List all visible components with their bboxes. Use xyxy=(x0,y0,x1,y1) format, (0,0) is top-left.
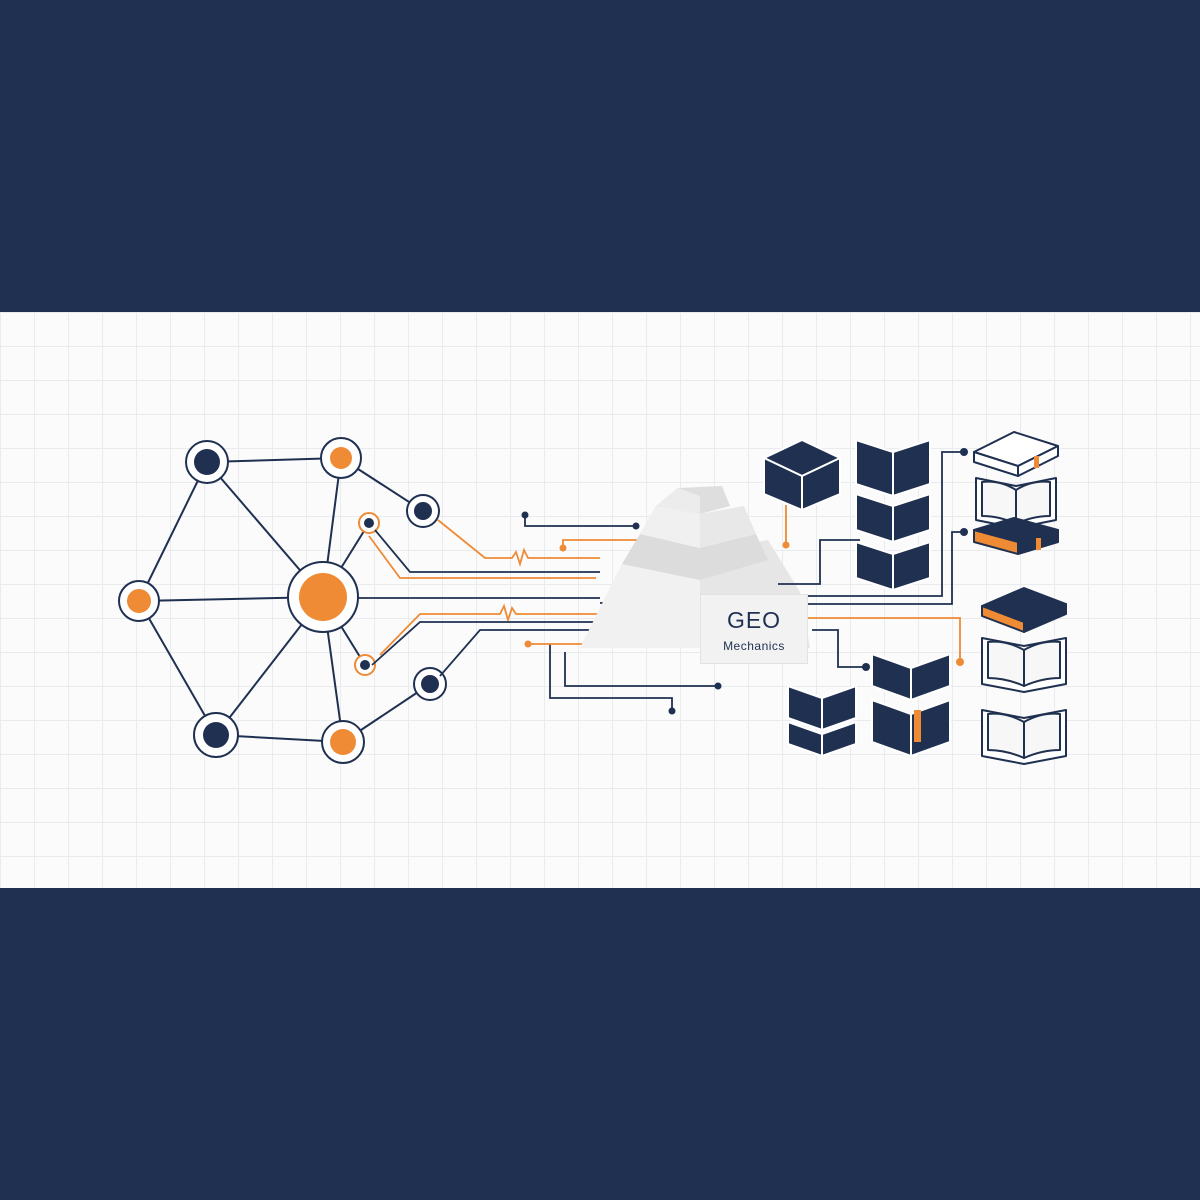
node-network-graph-icon xyxy=(138,457,431,743)
network-nodes xyxy=(118,437,447,764)
right-circuit-lines xyxy=(768,451,966,668)
right-circuit-dots xyxy=(782,448,968,671)
geo-mechanics-label: GEO Mechanics xyxy=(700,594,808,664)
bottom-band xyxy=(0,888,1200,1200)
label-subtitle: Mechanics xyxy=(723,639,785,653)
book-stack-icon xyxy=(787,439,951,757)
label-title: GEO xyxy=(726,607,782,633)
cube-box-icon xyxy=(763,439,841,511)
bookmark-ribbon xyxy=(914,710,921,742)
top-band xyxy=(0,0,1200,312)
open-book-icon xyxy=(973,431,1067,765)
